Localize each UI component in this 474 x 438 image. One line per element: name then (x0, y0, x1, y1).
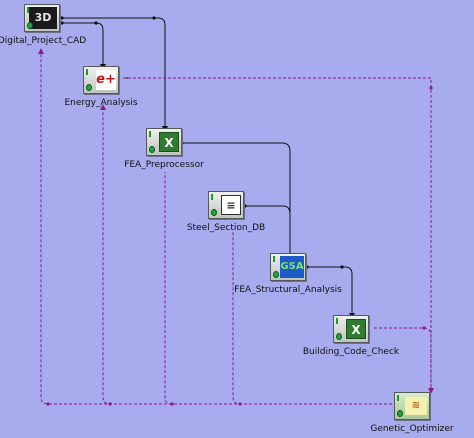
excel-icon: X (146, 128, 182, 156)
status-bulb-icon (273, 271, 279, 278)
feedback-optimizer-to-db (232, 232, 412, 405)
status-flag-icon (149, 131, 156, 137)
arrowhead-feedback-cad (38, 48, 44, 54)
status-flag-icon (86, 69, 93, 75)
status-flag-icon (211, 194, 218, 200)
node-label: Steel_Section_DB (186, 223, 266, 233)
node-label: Building_Code_Check (302, 347, 400, 357)
node-label: Energy_Analysis (64, 98, 138, 108)
link-fea-pre-to-gsa (182, 142, 291, 255)
node-label: Digital_Project_CAD (0, 36, 87, 46)
gsa-icon: GSA (270, 253, 306, 281)
status-bulb-icon (27, 22, 33, 29)
status-flag-icon (336, 318, 343, 324)
status-flag-icon (27, 7, 34, 13)
node-label: Genetic_Optimizer (370, 424, 454, 434)
status-bulb-icon (86, 84, 92, 91)
arrowhead-feedback-energy (100, 104, 106, 110)
feedback-energy-to-optimizer (123, 77, 432, 388)
status-bulb-icon (149, 146, 155, 153)
status-bulb-icon (336, 333, 342, 340)
database-document-icon: ≡ (208, 191, 244, 219)
status-flag-icon (397, 395, 404, 401)
link-cad-to-fea-pre (62, 17, 166, 126)
status-bulb-icon (211, 209, 217, 216)
excel-icon: X (333, 315, 369, 343)
catia-cad-icon: 3D (24, 4, 60, 32)
node-label: FEA_Structural_Analysis (234, 285, 342, 295)
genetic-optimizer-icon: ≋ (394, 392, 430, 420)
link-gsa-to-code-check (307, 266, 353, 313)
feedback-code-check-to-optimizer (374, 327, 432, 388)
status-bulb-icon (397, 410, 403, 417)
link-db-to-gsa (245, 205, 291, 255)
feedback-optimizer-to-cad (40, 54, 412, 405)
arrowhead-optimizer (428, 388, 434, 394)
node-label: FEA_Preprocessor (124, 160, 204, 170)
energyplus-run-icon: e+ (83, 66, 119, 94)
status-flag-icon (273, 256, 280, 262)
